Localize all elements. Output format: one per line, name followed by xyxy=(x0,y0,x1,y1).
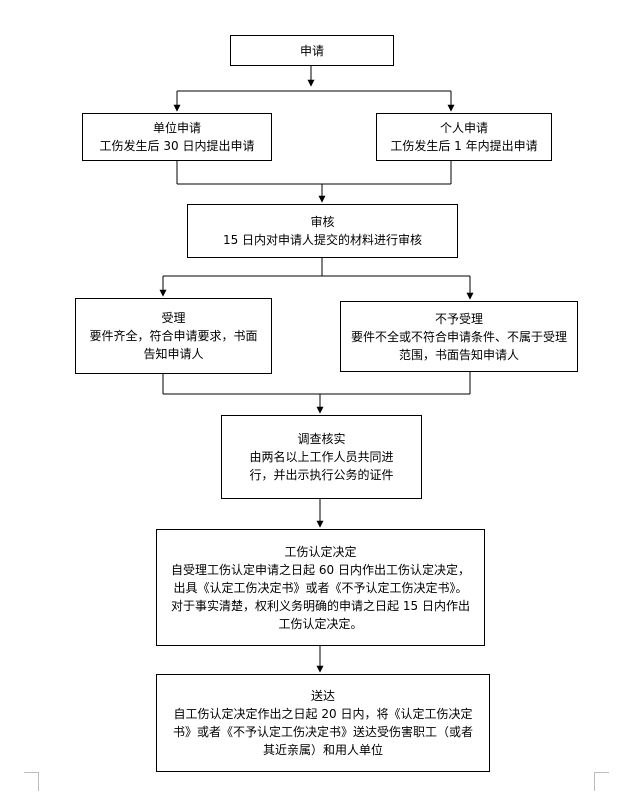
node-investigate-detail: 由两名以上工作人员共同进行，并出示执行公务的证件 xyxy=(249,450,394,482)
node-unit-apply-title: 单位申请 xyxy=(152,121,201,135)
node-delivery-detail: 自工伤认定决定作出之日起 20 日内，将《认定工伤决定书》或者《不予认定工伤决定… xyxy=(172,707,473,757)
node-reject: 不予受理 要件不全或不符合申请条件、不属于受理范围，书面告知申请人 xyxy=(340,301,578,372)
node-apply-title: 申请 xyxy=(299,43,324,58)
node-personal-apply-title: 个人申请 xyxy=(439,121,488,135)
page-corner-mark-right xyxy=(594,772,609,791)
node-decision-detail: 自受理工伤认定申请之日起 60 日内作出工伤认定决定，出具《认定工伤决定书》或者… xyxy=(171,562,470,631)
node-unit-apply-detail: 工伤发生后 30 日内提出申请 xyxy=(99,139,255,153)
node-review-title: 审核 xyxy=(310,215,335,229)
node-personal-apply-detail: 工伤发生后 1 年内提出申请 xyxy=(390,139,538,153)
node-unit-apply: 单位申请 工伤发生后 30 日内提出申请 xyxy=(82,113,272,161)
node-reject-title: 不予受理 xyxy=(434,311,483,326)
node-accept-title: 受理 xyxy=(161,311,186,325)
node-review-detail: 15 日内对申请人提交的材料进行审核 xyxy=(222,233,423,247)
node-decision: 工伤认定决定 自受理工伤认定申请之日起 60 日内作出工伤认定决定，出具《认定工… xyxy=(156,529,485,646)
node-reject-detail: 要件不全或不符合申请条件、不属于受理范围，书面告知申请人 xyxy=(350,329,567,362)
node-delivery: 送达 自工伤认定决定作出之日起 20 日内，将《认定工伤决定书》或者《不予认定工… xyxy=(156,674,490,772)
node-accept-detail: 要件齐全，符合申请要求，书面告知申请人 xyxy=(89,329,258,361)
node-review: 审核 15 日内对申请人提交的材料进行审核 xyxy=(187,204,458,258)
node-delivery-title: 送达 xyxy=(310,689,335,703)
node-decision-title: 工伤认定决定 xyxy=(284,544,357,559)
node-investigate: 调查核实 由两名以上工作人员共同进行，并出示执行公务的证件 xyxy=(221,415,422,499)
node-investigate-title: 调查核实 xyxy=(297,432,346,446)
page-corner-mark-left xyxy=(24,772,39,791)
node-accept: 受理 要件齐全，符合申请要求，书面告知申请人 xyxy=(75,298,272,374)
node-apply: 申请 xyxy=(230,35,394,66)
node-personal-apply: 个人申请 工伤发生后 1 年内提出申请 xyxy=(376,113,552,161)
